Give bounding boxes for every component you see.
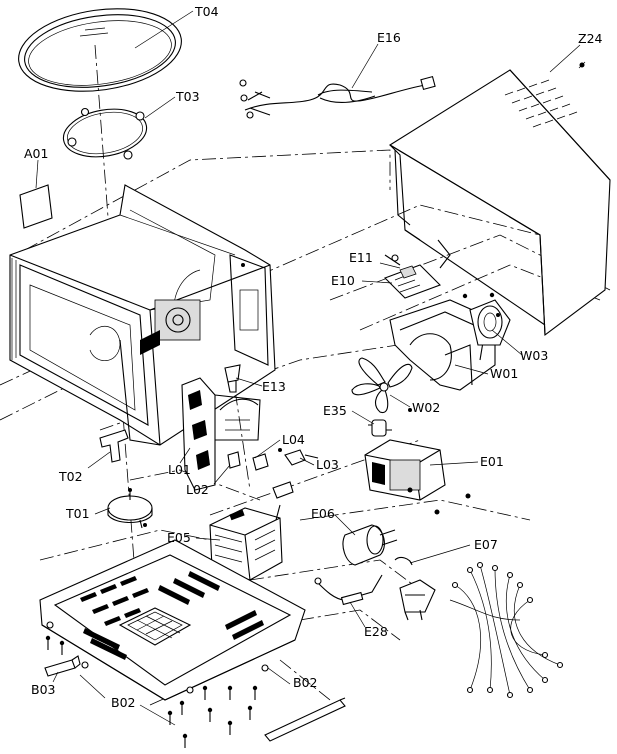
part-labels: T04 E16 Z24 T03 A01 E11 E10 W03 W01 E13 …	[24, 4, 603, 710]
cavity-magnetron-port	[154, 299, 201, 341]
label-E16: E16	[377, 30, 401, 45]
label-E07: E07	[474, 537, 498, 552]
label-T04: T04	[194, 4, 219, 19]
label-L02: L02	[186, 482, 209, 497]
foot-bar-part	[264, 697, 346, 742]
label-A01: A01	[24, 146, 48, 161]
label-B03: B03	[31, 682, 55, 697]
base-vent-slots	[80, 571, 264, 660]
micro-switch-part	[227, 449, 319, 499]
turntable-coupler-part	[99, 429, 129, 463]
oven-cavity-part	[9, 184, 276, 446]
label-E35: E35	[323, 403, 347, 418]
turntable-motor-part	[107, 488, 153, 529]
label-L04: L04	[282, 432, 305, 447]
power-cord-part	[239, 75, 436, 119]
label-B02-right: B02	[293, 675, 317, 690]
label-E28: E28	[364, 624, 388, 639]
label-E05: E05	[167, 530, 191, 545]
capacitor-part	[342, 524, 398, 566]
label-L03: L03	[316, 457, 339, 472]
fuse-part	[368, 419, 392, 437]
label-E10: E10	[331, 273, 355, 288]
control-board-part	[384, 239, 451, 299]
label-E13: E13	[262, 379, 286, 394]
leader-lines	[35, 10, 581, 726]
fan-blade-part	[351, 357, 413, 414]
mica-sheet-part	[19, 184, 53, 229]
label-W01: W01	[490, 366, 518, 381]
cabinet-vent-slots	[504, 79, 578, 128]
high-voltage-diode-part	[314, 574, 383, 606]
base-plate-part	[39, 539, 306, 701]
glass-tray-part	[18, 8, 182, 92]
label-E06: E06	[311, 506, 335, 521]
high-voltage-transformer-part	[364, 439, 471, 515]
label-T02: T02	[58, 469, 83, 484]
fan-motor-part	[462, 292, 511, 346]
outer-cabinet-part	[388, 61, 611, 337]
label-T03: T03	[175, 89, 200, 104]
roller-ring-part	[62, 107, 148, 160]
label-T01: T01	[65, 506, 90, 521]
bracket-part	[44, 655, 81, 677]
label-B02-left: B02	[111, 695, 135, 710]
label-E11: E11	[349, 250, 373, 265]
base-center-grid	[118, 607, 192, 646]
label-L01: L01	[168, 462, 191, 477]
label-W02: W02	[412, 400, 440, 415]
diode-bracket-part	[394, 556, 436, 621]
label-Z24: Z24	[578, 31, 603, 46]
door-latch-assembly-part	[181, 377, 261, 491]
wire-harness-part	[449, 561, 564, 699]
label-W03: W03	[520, 348, 548, 363]
label-E01: E01	[480, 454, 504, 469]
screws	[45, 263, 500, 748]
